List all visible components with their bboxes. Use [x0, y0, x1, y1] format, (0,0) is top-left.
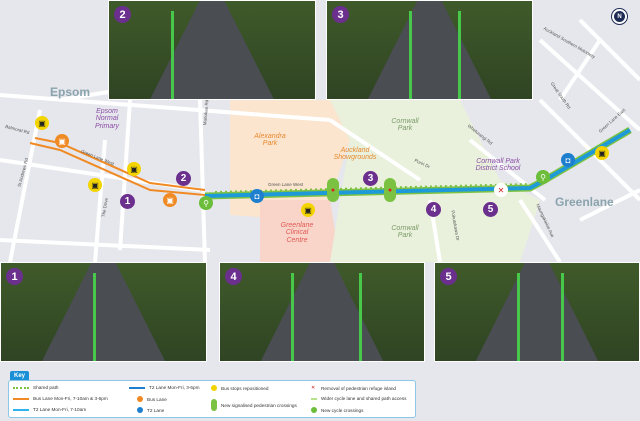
street-green-lane-west-2: Green Lane West: [268, 182, 304, 187]
key-item: Bus stops repositioned: [221, 385, 269, 391]
label-greenlane-clinical-centre: Greenlane Clinical Centre: [280, 222, 314, 244]
photo-2: 2: [108, 0, 316, 100]
refuge-island-removal-icon: ✕: [311, 385, 317, 391]
north-compass-icon: N: [612, 9, 627, 24]
key-item: Wider cycle lane and shared path access: [321, 396, 407, 401]
cycle-crossing-icon: [311, 407, 317, 413]
key-item: T2 Lane: [147, 407, 165, 413]
photo-number: 5: [440, 268, 457, 285]
bus-stop-icon: ▣: [127, 162, 141, 176]
marker-5[interactable]: 5: [483, 202, 498, 217]
key-item: T2 Lane Mon-Fri, 7-10am: [33, 407, 87, 412]
refuge-island-removal-icon: ✕: [494, 183, 508, 197]
bus-lane-line-swatch: [13, 397, 29, 400]
t2-lane-icon: [137, 407, 143, 413]
marker-4[interactable]: 4: [426, 202, 441, 217]
shared-path-swatch: [13, 386, 29, 389]
bus-stop-icon: ▣: [595, 146, 609, 160]
signalised-crossing-icon: [211, 399, 217, 411]
photo-number: 3: [332, 6, 349, 23]
cycle-crossing-icon: ⚲: [536, 170, 550, 184]
photo-1: 1: [0, 262, 207, 362]
key-item: T2 Lane Mon-Fri, 3-6pm: [149, 385, 200, 390]
photo-number: 2: [114, 6, 131, 23]
cycle-crossing-icon: ⚲: [199, 196, 213, 210]
label-alexandra-park: Alexandra Park: [254, 133, 286, 148]
key-title: Key: [10, 371, 30, 381]
key-item: New cycle crossings: [321, 407, 364, 413]
suburb-greenlane: Greenlane: [555, 195, 614, 209]
key-item: Bus Lane: [147, 396, 167, 402]
label-cornwall-park-district-school: Cornwall Park District School: [475, 158, 521, 173]
marker-1[interactable]: 1: [120, 194, 135, 209]
photo-4: 4: [219, 262, 425, 362]
photo-number: 4: [225, 268, 242, 285]
photo-number: 1: [6, 268, 23, 285]
marker-2[interactable]: 2: [176, 171, 191, 186]
t2-lane-icon: ◘: [561, 153, 575, 167]
t2-am-line-swatch: [13, 408, 29, 411]
label-cornwall-park-south: Cornwall Park: [391, 225, 419, 240]
t2-pm-line-swatch: [129, 386, 145, 389]
marker-3[interactable]: 3: [363, 171, 378, 186]
label-epsom-normal-primary: Epsom Normal Primary: [94, 108, 120, 130]
wider-cycle-lane-swatch: [311, 397, 317, 400]
bus-stop-icon: ▣: [88, 178, 102, 192]
t2-lane-icon: ◘: [250, 189, 264, 203]
key-item: Removal of pedestrian refuge island: [321, 385, 397, 391]
bus-lane-icon: ▣: [163, 193, 177, 207]
signalised-crossing-icon: ●: [327, 178, 339, 202]
bus-lane-icon: [137, 396, 143, 402]
suburb-epsom: Epsom: [50, 85, 91, 99]
key-item: Bus Lane Mon-Fri, 7-10am & 3-6pm: [33, 396, 108, 401]
key-item: Shared path: [33, 385, 59, 390]
label-auckland-showgrounds: Auckland Showgrounds: [333, 147, 377, 162]
key-item: New signalised pedestrian crossings: [221, 402, 297, 408]
bus-stop-icon: ▣: [301, 203, 315, 217]
bus-stop-icon: [211, 385, 217, 391]
signalised-crossing-icon: ●: [384, 178, 396, 202]
photo-3: 3: [326, 0, 533, 100]
bus-lane-icon: ▣: [55, 134, 69, 148]
bus-stop-icon: ▣: [35, 116, 49, 130]
label-cornwall-park-north: Cornwall Park: [391, 118, 419, 133]
photo-5: 5: [434, 262, 640, 362]
map-key: Shared path Bus Lane Mon-Fri, 7-10am & 3…: [8, 380, 416, 418]
